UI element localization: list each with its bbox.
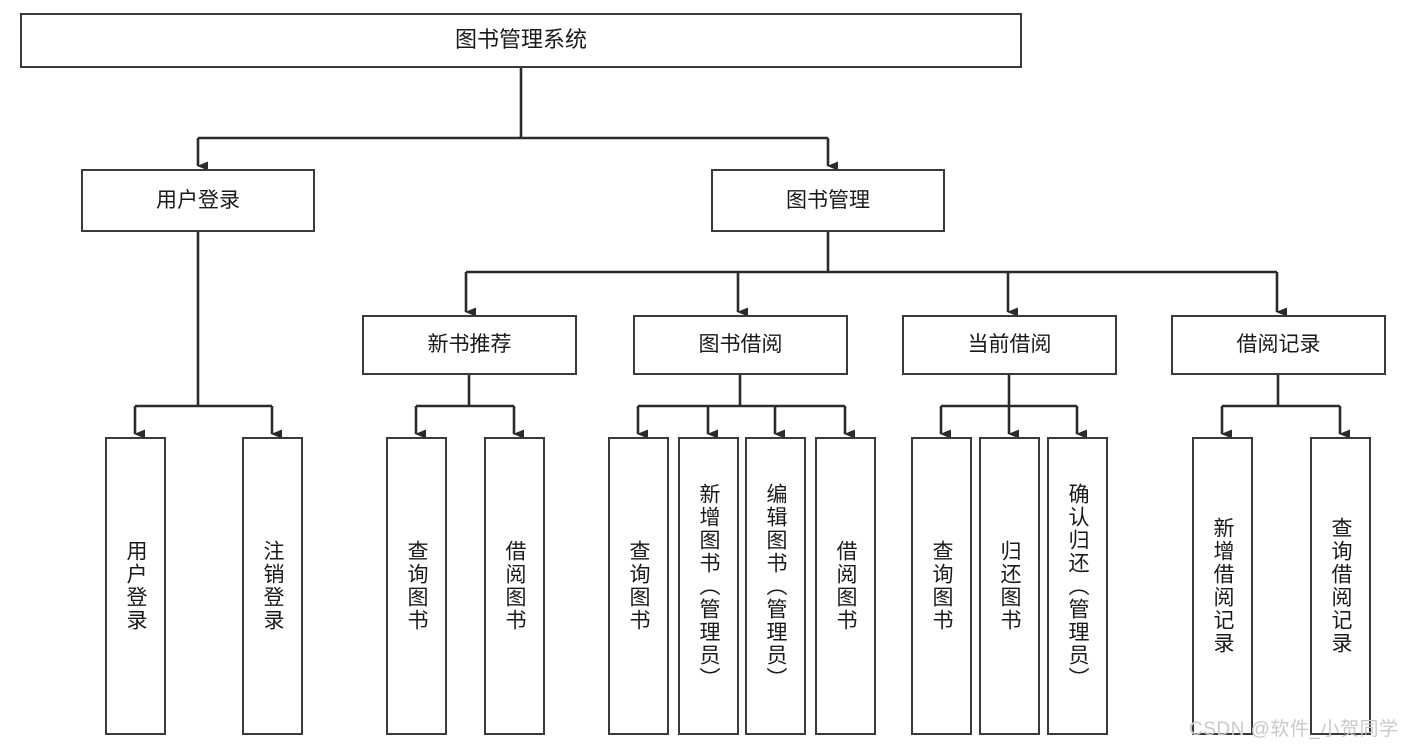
leaf-user-login-login[interactable]: 用户登录 (105, 437, 166, 735)
node-label: 图书借阅 (698, 333, 783, 357)
leaf-user-login-logout[interactable]: 注销登录 (242, 437, 303, 735)
node-label: 图书管理 (786, 188, 870, 212)
leaf-record-add-record[interactable]: 新增借阅记录 (1192, 437, 1253, 735)
node-label: 查询图书 (627, 540, 650, 632)
node-label: 借阅图书 (503, 540, 526, 632)
node-label: 图书管理系统 (454, 27, 587, 53)
node-user-login[interactable]: 用户登录 (81, 169, 315, 232)
leaf-borrow-edit-book[interactable]: 编辑图书（管理员） (745, 437, 806, 735)
node-label: 确认归还（管理员） (1066, 482, 1089, 690)
leaf-current-return-book[interactable]: 归还图书 (979, 437, 1040, 735)
node-root-system[interactable]: 图书管理系统 (20, 13, 1022, 68)
node-label: 用户登录 (156, 188, 240, 212)
node-current-borrow[interactable]: 当前借阅 (902, 315, 1117, 375)
node-label: 当前借阅 (967, 333, 1052, 357)
leaf-recommend-borrow-book[interactable]: 借阅图书 (484, 437, 545, 735)
csdn-watermark: CSDN @软件_小贺同学 (1189, 719, 1399, 740)
leaf-borrow-add-book[interactable]: 新增图书（管理员） (678, 437, 739, 735)
node-label: 借阅记录 (1236, 333, 1321, 357)
leaf-record-query-record[interactable]: 查询借阅记录 (1310, 437, 1371, 735)
node-label: 编辑图书（管理员） (764, 482, 787, 690)
node-label: 新增图书（管理员） (697, 482, 720, 690)
leaf-borrow-borrow-book[interactable]: 借阅图书 (815, 437, 876, 735)
node-label: 新增借阅记录 (1211, 517, 1234, 655)
leaf-current-query-book[interactable]: 查询图书 (911, 437, 972, 735)
node-book-management[interactable]: 图书管理 (711, 169, 945, 232)
node-label: 注销登录 (261, 540, 284, 632)
node-new-book-recommend[interactable]: 新书推荐 (362, 315, 577, 375)
node-label: 归还图书 (998, 540, 1021, 632)
node-label: 借阅图书 (834, 540, 857, 632)
node-label: 用户登录 (124, 540, 147, 632)
leaf-borrow-query-book[interactable]: 查询图书 (608, 437, 669, 735)
node-borrow-record[interactable]: 借阅记录 (1171, 315, 1386, 375)
node-label: 查询图书 (930, 540, 953, 632)
node-book-borrow[interactable]: 图书借阅 (633, 315, 848, 375)
node-label: 查询借阅记录 (1329, 517, 1352, 655)
leaf-current-confirm-return[interactable]: 确认归还（管理员） (1047, 437, 1108, 735)
leaf-recommend-query-book[interactable]: 查询图书 (386, 437, 447, 735)
node-label: 查询图书 (405, 540, 428, 632)
node-label: 新书推荐 (427, 333, 512, 357)
